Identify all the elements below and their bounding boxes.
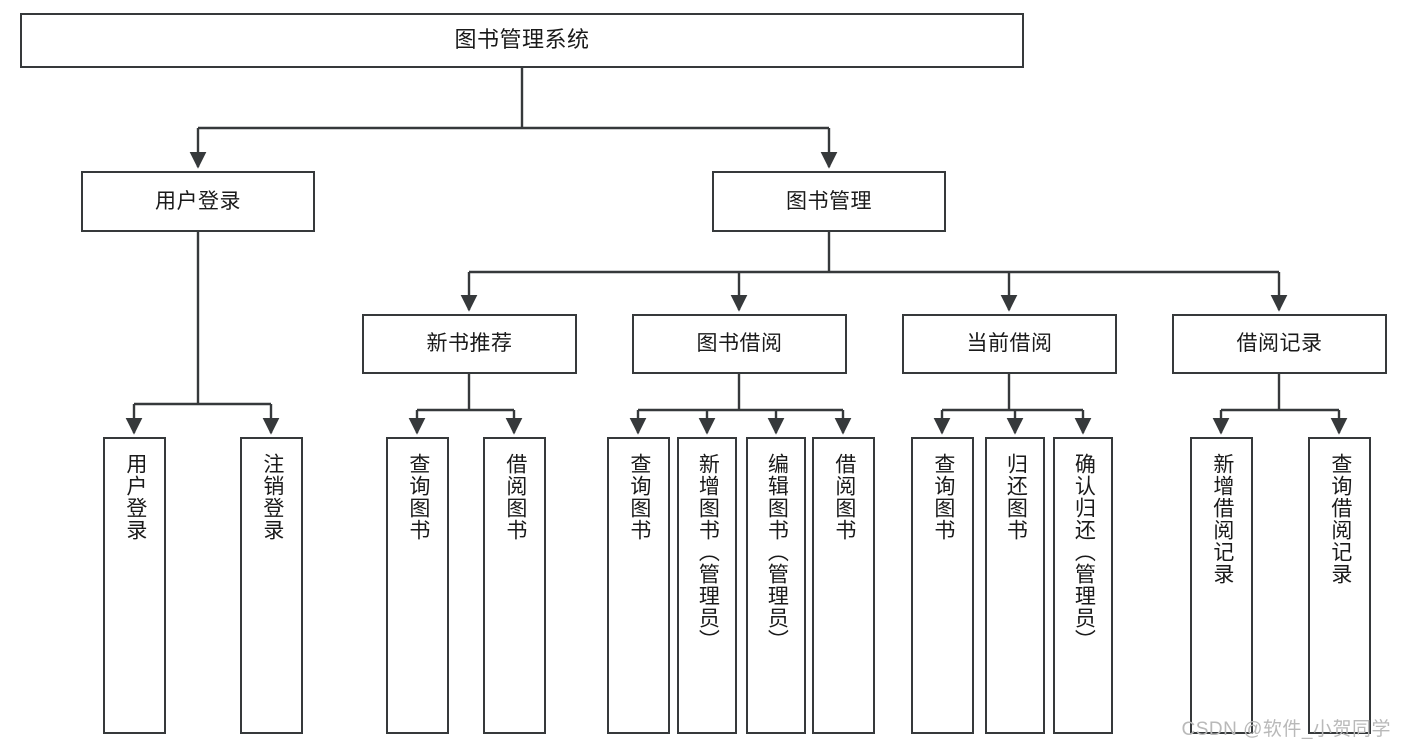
node-user-login-label: 用户登录 (155, 189, 241, 213)
node-leaf-borrow-book-1[interactable]: 借阅图书 (483, 437, 546, 734)
node-leaf-query-book-1[interactable]: 查询图书 (386, 437, 449, 734)
node-leaf-edit-book-label: 编辑图书（管理员） (765, 453, 789, 651)
node-leaf-query-record[interactable]: 查询借阅记录 (1308, 437, 1371, 734)
node-leaf-query-book-1-label: 查询图书 (406, 453, 430, 541)
node-leaf-return-book[interactable]: 归还图书 (985, 437, 1045, 734)
node-leaf-query-record-label: 查询借阅记录 (1328, 453, 1352, 585)
node-book-borrow[interactable]: 图书借阅 (632, 314, 847, 374)
node-current-borrow-label: 当前借阅 (966, 332, 1053, 356)
node-leaf-edit-book[interactable]: 编辑图书（管理员） (746, 437, 806, 734)
node-book-borrow-label: 图书借阅 (696, 332, 783, 356)
node-leaf-query-book-2-label: 查询图书 (627, 453, 651, 541)
node-root[interactable]: 图书管理系统 (20, 13, 1024, 68)
csdn-watermark: CSDN @软件_小贺同学 (1181, 719, 1391, 740)
node-new-book-rec-label: 新书推荐 (426, 332, 513, 356)
node-new-book-rec[interactable]: 新书推荐 (362, 314, 577, 374)
node-book-manage-label: 图书管理 (786, 189, 872, 213)
node-leaf-add-record-label: 新增借阅记录 (1210, 453, 1234, 585)
node-leaf-confirm-return-label: 确认归还（管理员） (1072, 453, 1096, 651)
node-borrow-record[interactable]: 借阅记录 (1172, 314, 1387, 374)
node-leaf-borrow-book-2[interactable]: 借阅图书 (812, 437, 875, 734)
node-leaf-query-book-2[interactable]: 查询图书 (607, 437, 670, 734)
node-leaf-query-book-3[interactable]: 查询图书 (911, 437, 974, 734)
node-leaf-add-record[interactable]: 新增借阅记录 (1190, 437, 1253, 734)
node-user-login[interactable]: 用户登录 (81, 171, 315, 232)
node-leaf-user-login[interactable]: 用户登录 (103, 437, 166, 734)
node-root-label: 图书管理系统 (454, 27, 590, 53)
node-leaf-borrow-book-2-label: 借阅图书 (832, 453, 856, 541)
node-current-borrow[interactable]: 当前借阅 (902, 314, 1117, 374)
node-leaf-query-book-3-label: 查询图书 (931, 453, 955, 541)
node-leaf-add-book[interactable]: 新增图书（管理员） (677, 437, 737, 734)
node-borrow-record-label: 借阅记录 (1236, 332, 1323, 356)
node-leaf-confirm-return[interactable]: 确认归还（管理员） (1053, 437, 1113, 734)
node-leaf-user-login-label: 用户登录 (123, 453, 147, 541)
node-leaf-borrow-book-1-label: 借阅图书 (503, 453, 527, 541)
node-book-manage[interactable]: 图书管理 (712, 171, 946, 232)
node-leaf-logout[interactable]: 注销登录 (240, 437, 303, 734)
node-leaf-add-book-label: 新增图书（管理员） (696, 453, 720, 651)
node-leaf-return-book-label: 归还图书 (1004, 453, 1028, 541)
node-leaf-logout-label: 注销登录 (260, 453, 284, 541)
